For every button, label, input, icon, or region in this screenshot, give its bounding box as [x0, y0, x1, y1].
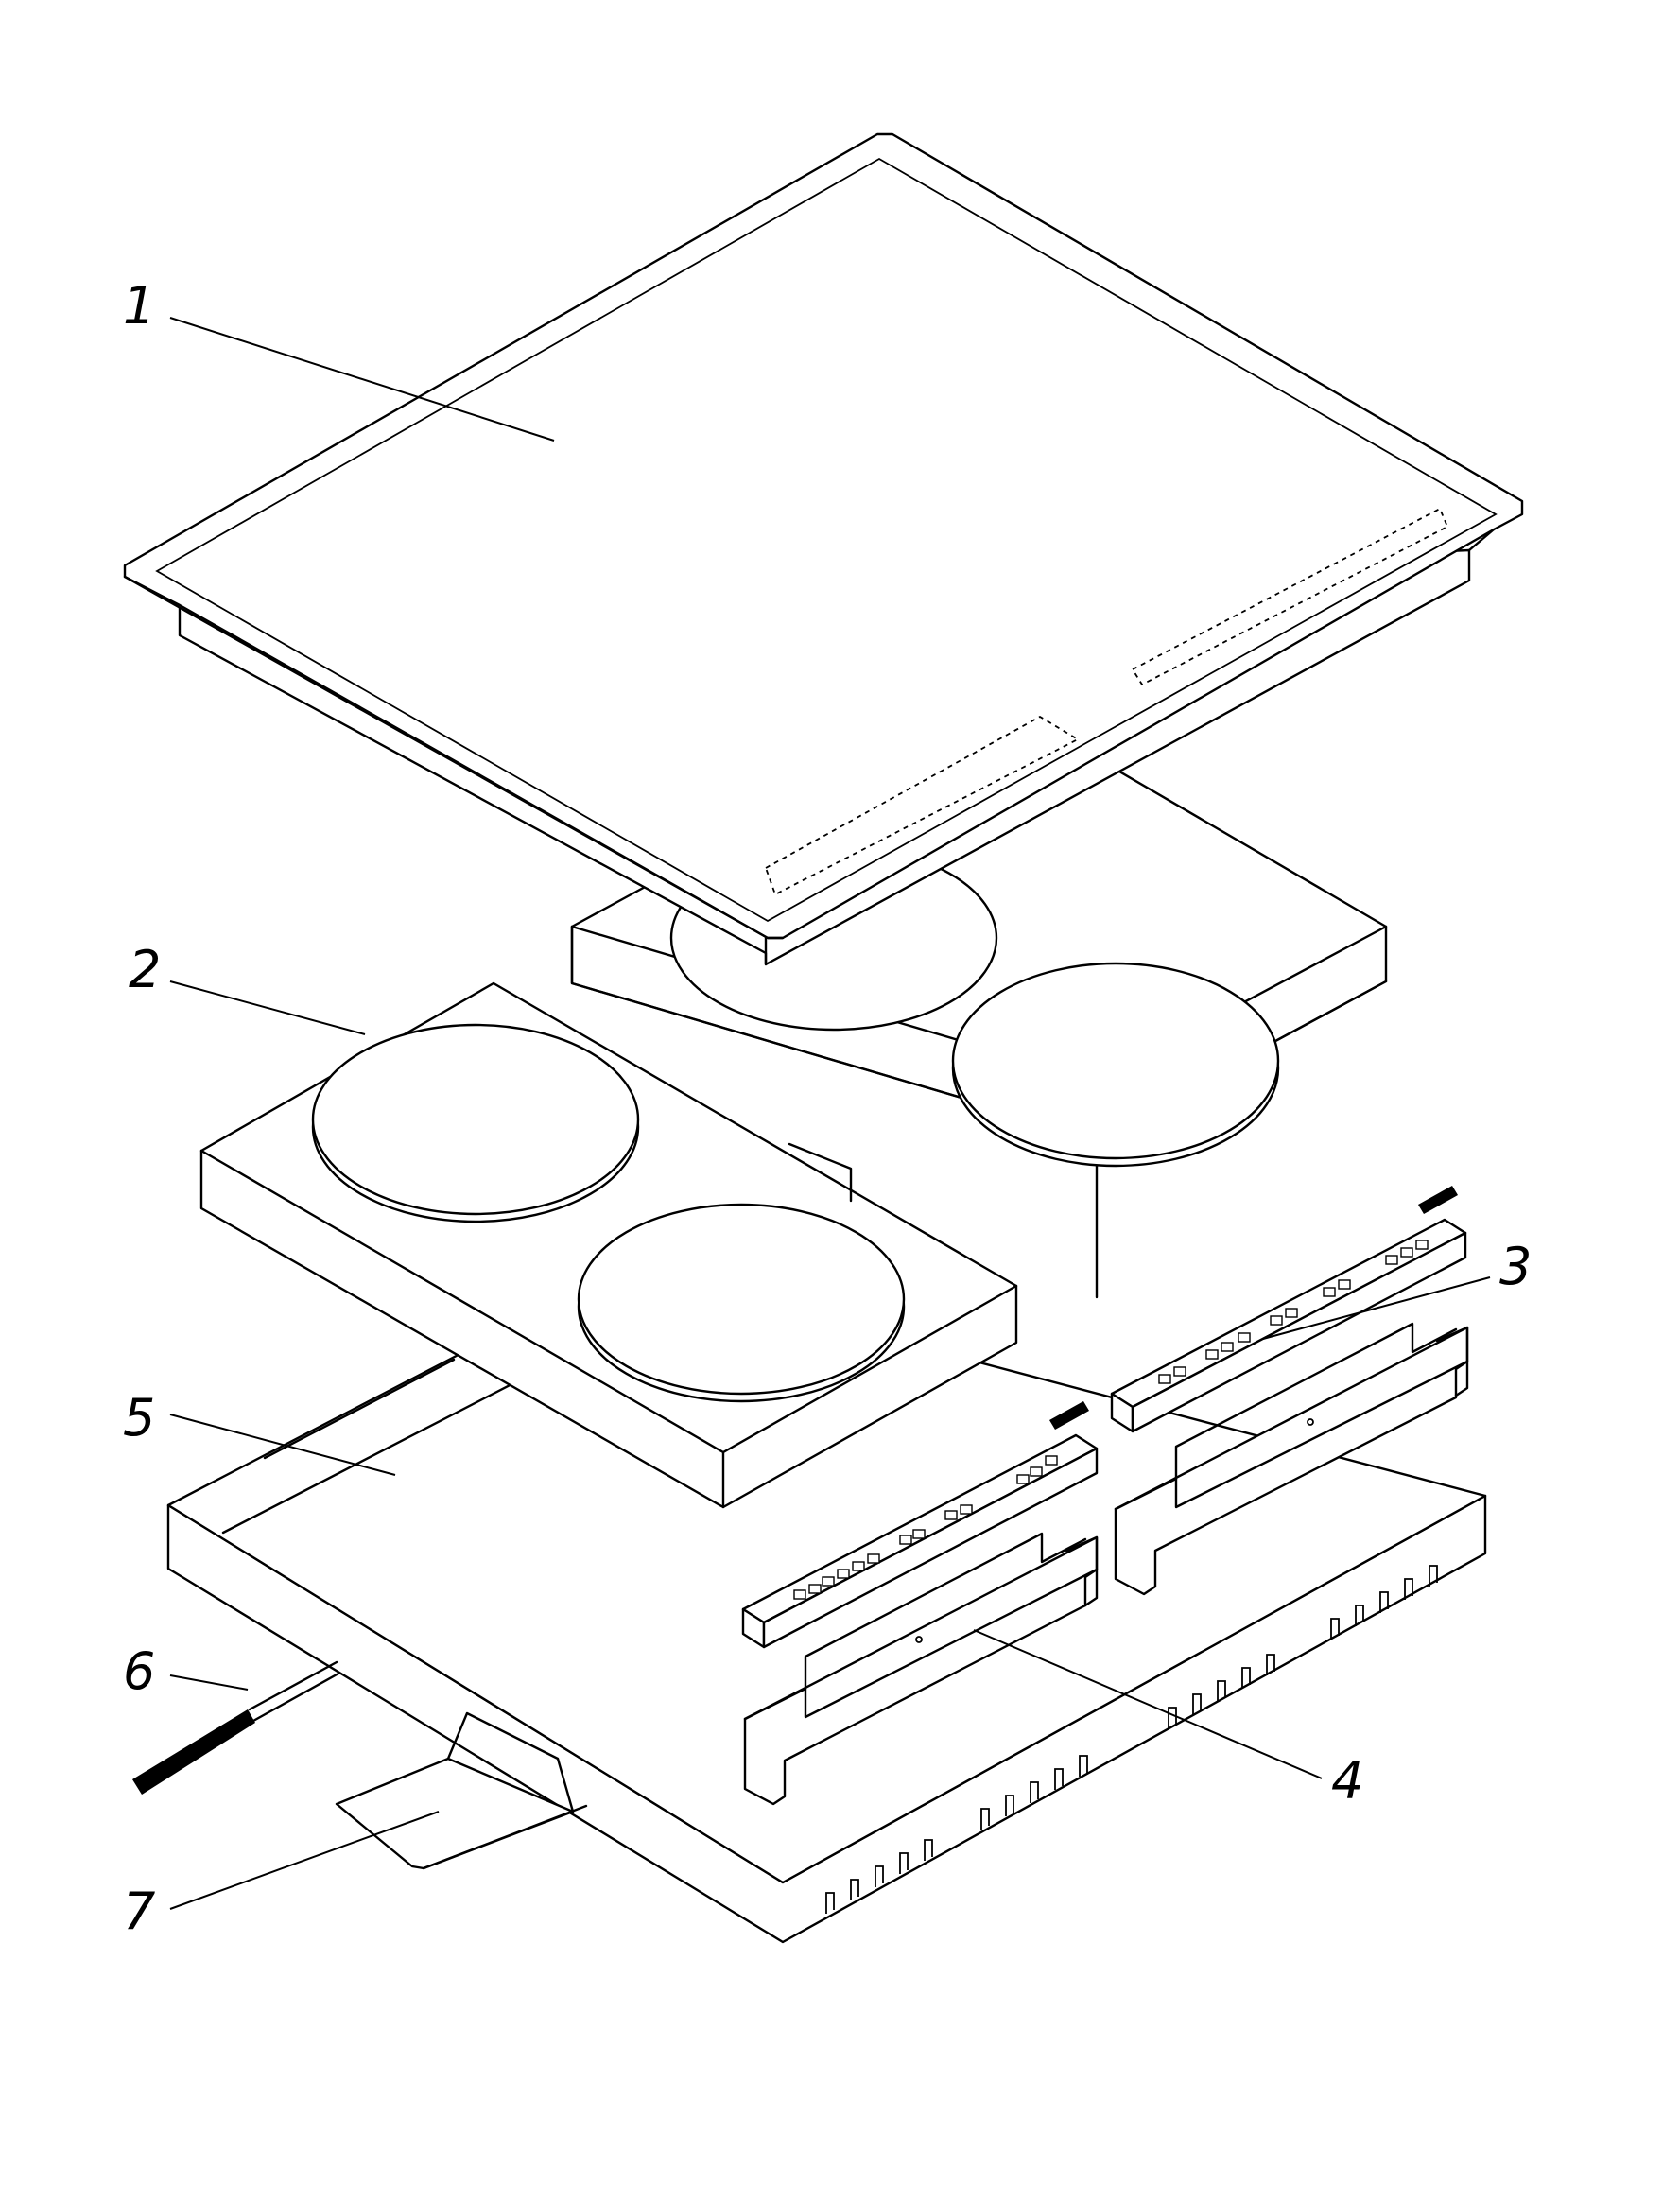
label-7: 7 [123, 1882, 155, 1941]
label-4: 4 [1331, 1751, 1363, 1811]
vent-slots [825, 1565, 1438, 1914]
reference-numerals: 1 2 3 4 5 6 7 [123, 276, 1532, 1941]
bracket-left [743, 1532, 1099, 1806]
bracket-right [1114, 1322, 1469, 1596]
label-3: 3 [1499, 1237, 1532, 1296]
label-6: 6 [123, 1641, 155, 1701]
power-cable [132, 1660, 340, 1795]
glass-top [123, 132, 1524, 966]
coil-plate-left [199, 981, 1018, 1509]
board-left-chips [793, 1455, 1058, 1600]
label-2: 2 [129, 940, 161, 999]
control-board-right [1110, 1186, 1467, 1433]
board-right-chips [1158, 1240, 1429, 1384]
flap-plate [335, 1711, 588, 1870]
control-board-left [741, 1401, 1099, 1649]
leader-lines [169, 317, 1491, 1910]
label-1: 1 [123, 276, 155, 336]
label-5: 5 [123, 1388, 155, 1448]
